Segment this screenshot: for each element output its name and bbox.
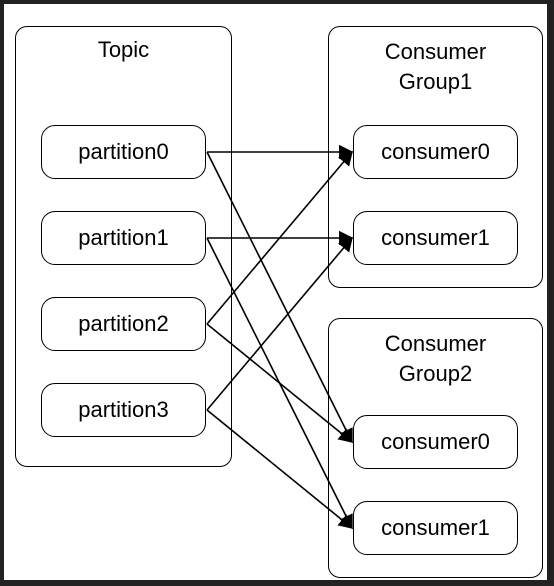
group1-consumer-node-1: consumer1 <box>353 211 518 265</box>
partition-node-0: partition0 <box>41 125 206 179</box>
topic-title: Topic <box>97 37 150 62</box>
group2-consumer-node-0: consumer0 <box>353 415 518 469</box>
partition-node-2: partition2 <box>41 297 206 351</box>
consumer-group-1-title-line1: Consumer <box>384 39 487 64</box>
consumer-group-2-title-line2: Group2 <box>398 361 473 386</box>
partition-node-1: partition1 <box>41 211 206 265</box>
consumer-group-2-title-line1: Consumer <box>384 331 487 356</box>
group2-consumer-node-1: consumer1 <box>353 501 518 555</box>
consumer-group-1-title-line2: Group1 <box>398 69 473 94</box>
partition-node-3: partition3 <box>41 383 206 437</box>
group1-consumer-node-0: consumer0 <box>353 125 518 179</box>
